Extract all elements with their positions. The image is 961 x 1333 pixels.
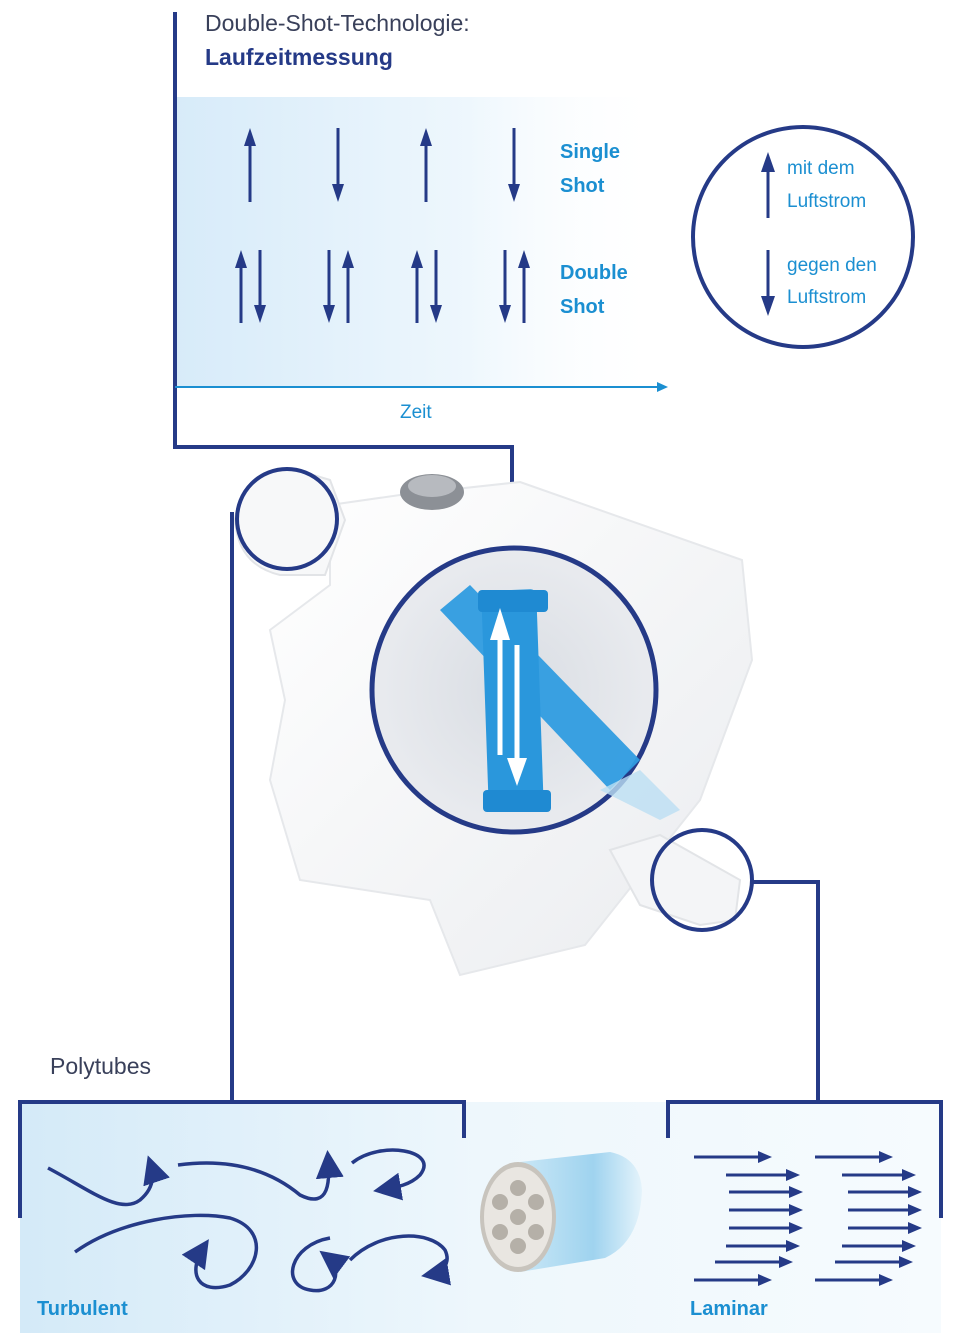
polytubes-title: Polytubes bbox=[50, 1053, 151, 1080]
turbulent-label: Turbulent bbox=[37, 1298, 128, 1321]
legend-against-flow-line1: gegen den bbox=[787, 249, 877, 283]
laminar-label: Laminar bbox=[690, 1298, 768, 1321]
legend-with-flow-line2: Luftstrom bbox=[787, 185, 866, 219]
header-title: Double-Shot-Technologie: bbox=[205, 10, 470, 37]
double-shot-label-1: Double bbox=[560, 256, 628, 290]
outlet-port bbox=[610, 835, 740, 925]
connector-line-right bbox=[752, 882, 818, 1102]
legend-with-flow-line1: mit dem bbox=[787, 152, 855, 186]
header-subtitle: Laufzeitmessung bbox=[205, 44, 393, 71]
single-shot-label-2: Shot bbox=[560, 169, 604, 203]
double-shot-label-2: Shot bbox=[560, 290, 604, 324]
legend-against-flow-line2: Luftstrom bbox=[787, 281, 866, 315]
single-shot-label-1: Single bbox=[560, 135, 620, 169]
time-axis-label: Zeit bbox=[400, 402, 432, 424]
